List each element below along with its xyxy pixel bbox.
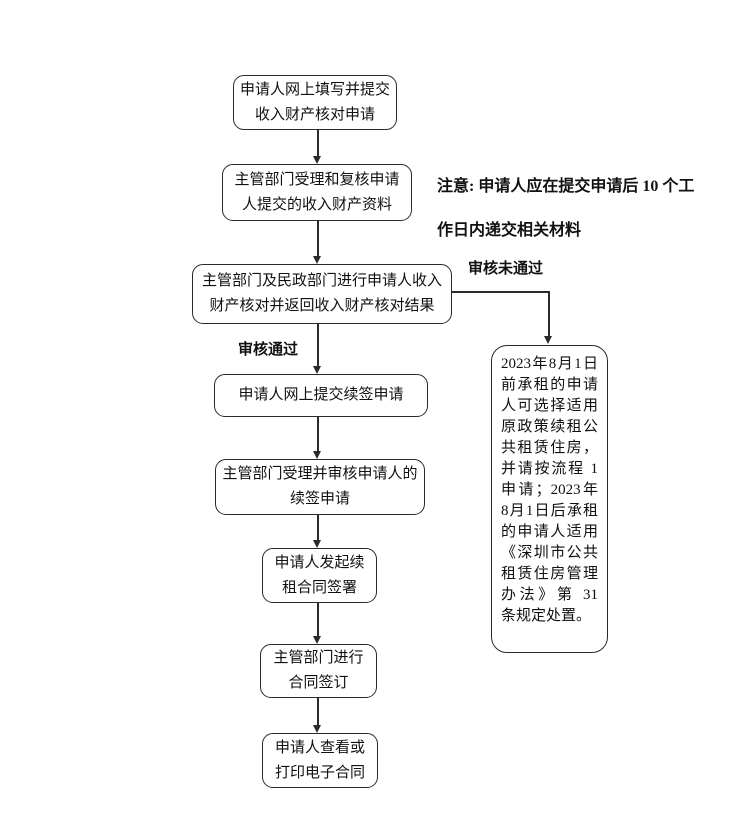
arrow-down-icon [313, 156, 321, 164]
flow-box-accept-and-review-materials: 主管部门受理和复核申请 人提交的收入财产资料 [222, 164, 412, 221]
flow-box-text-line: 续签申请 [289, 491, 350, 507]
flow-box-text-line: 收入财产核对申请 [254, 106, 375, 123]
arrow-down-icon [544, 336, 552, 344]
branch-vertical-line [548, 291, 550, 337]
arrow-down-icon [313, 451, 321, 459]
flow-box-text-line: 申请人查看或 [274, 739, 365, 756]
note-text: 注意: 申请人应在提交申请后 10 个工 作日内递交相关材料 [437, 176, 694, 242]
flow-box-submit-renewal-application: 申请人网上提交续签申请 [214, 374, 428, 417]
flow-box-review-renewal-application: 主管部门受理并审核申请人的 续签申请 [215, 459, 425, 515]
review-failed-label: 审核未通过 [468, 261, 544, 277]
connector-line-box6-box7 [317, 603, 319, 637]
connector-line-box4-box5 [317, 417, 319, 452]
flow-box-text-line: 主管部门及民政部门进行申请人收入 [201, 273, 442, 289]
flow-box-text-line: 租合同签署 [281, 579, 357, 596]
policy-note-box: 2023年8月1日前承租的申请人可选择适用原政策续租公共租赁住房，并请按流程 1… [491, 345, 608, 653]
flow-box-view-print-contract: 申请人查看或 打印电子合同 [262, 733, 378, 788]
flow-box-text-line: 申请人网上填写并提交 [239, 81, 390, 98]
arrow-down-icon [313, 636, 321, 644]
branch-horizontal-line [452, 291, 549, 293]
connector-line-box5-box6 [317, 515, 319, 541]
arrow-down-icon [313, 725, 321, 733]
arrow-down-icon [313, 540, 321, 548]
flow-box-text-line: 主管部门受理并审核申请人的 [222, 466, 418, 482]
flow-box-text-line: 主管部门受理和复核申请 [234, 171, 400, 188]
review-passed-label: 审核通过 [238, 342, 299, 358]
flow-box-income-verification: 主管部门及民政部门进行申请人收入 财产核对并返回收入财产核对结果 [192, 264, 452, 324]
connector-line-box3-box4 [317, 324, 319, 367]
note-text-line: 作日内递交相关材料 [437, 222, 582, 239]
arrow-down-icon [313, 366, 321, 374]
connector-line-box7-box8 [317, 698, 319, 726]
connector-line-box2-box3 [317, 221, 319, 257]
note-text-line: 注意: 申请人应在提交申请后 10 个工 [437, 178, 695, 195]
flow-box-text-line: 合同签订 [288, 675, 349, 691]
flow-box-text-line: 申请人网上提交续签申请 [238, 387, 404, 403]
connector-line-box1-box2 [317, 130, 319, 157]
flow-box-text-line: 打印电子合同 [274, 764, 365, 781]
arrow-down-icon [313, 256, 321, 264]
flow-box-text-line: 人提交的收入财产资料 [241, 196, 392, 213]
flow-box-contract-signing: 主管部门进行 合同签订 [260, 644, 377, 698]
flow-box-initiate-contract-signing: 申请人发起续 租合同签署 [262, 548, 377, 603]
flow-box-text-line: 主管部门进行 [273, 650, 364, 666]
flow-box-submit-income-check-application: 申请人网上填写并提交 收入财产核对申请 [233, 75, 397, 130]
flow-box-text-line: 财产核对并返回收入财产核对结果 [209, 298, 435, 314]
flow-box-text-line: 申请人发起续 [274, 554, 365, 571]
